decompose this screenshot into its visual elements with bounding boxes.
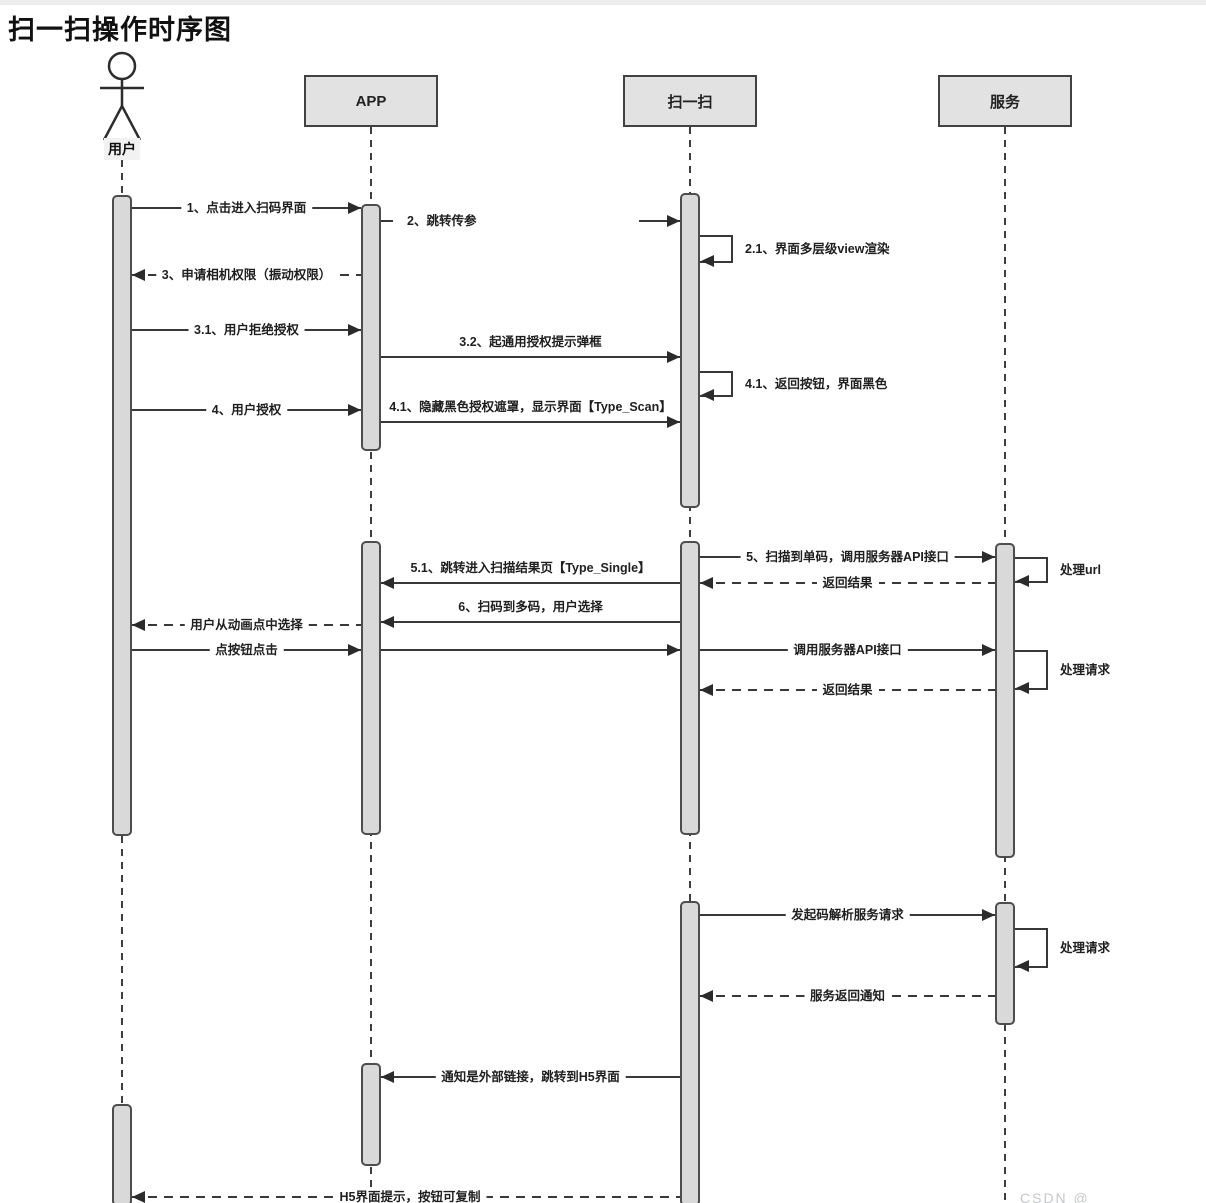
- participant-box-app: APP: [304, 75, 438, 127]
- message-label: 服务返回通知: [803, 987, 892, 1005]
- self-message-arrowhead: [1016, 960, 1029, 972]
- self-message-arrowhead: [1016, 575, 1029, 587]
- message-label: 1、点击进入扫码界面: [180, 199, 313, 217]
- message-line: [381, 649, 680, 651]
- message-label: 通知是外部链接，跳转到H5界面: [435, 1068, 626, 1086]
- message-line: [381, 356, 680, 358]
- actor-user-label: 用户: [104, 138, 140, 160]
- message-label: 3.2、起通用授权提示弹框: [459, 335, 602, 349]
- message-label: 用户从动画点中选择: [184, 616, 309, 634]
- activation-bar-service: [995, 543, 1015, 858]
- self-message-arrowhead: [701, 255, 714, 267]
- message-line: [381, 421, 680, 423]
- self-message-loop: [700, 235, 733, 263]
- user-actor-icon: [100, 51, 144, 141]
- message-arrowhead: [700, 684, 713, 696]
- message-arrowhead: [381, 1071, 394, 1083]
- message-arrowhead: [700, 990, 713, 1002]
- message-line: [381, 621, 680, 623]
- message-line: [381, 582, 680, 584]
- self-message-label: 处理url: [1060, 563, 1101, 577]
- message-arrowhead: [667, 215, 680, 227]
- message-label: 5、扫描到单码，调用服务器API接口: [740, 548, 955, 566]
- self-message-label: 4.1、返回按钮，界面黑色: [745, 377, 888, 391]
- message-label: 发起码解析服务请求: [785, 906, 910, 924]
- message-arrowhead: [667, 644, 680, 656]
- message-arrowhead: [700, 577, 713, 589]
- message-arrowhead: [348, 644, 361, 656]
- message-arrowhead: [132, 269, 145, 281]
- message-label: 3、申请相机权限（振动权限）: [155, 266, 338, 284]
- message-label: 3.1、用户拒绝授权: [188, 321, 305, 339]
- message-label: 4、用户授权: [205, 401, 288, 419]
- self-message-arrowhead: [701, 389, 714, 401]
- activation-bar-scan: [680, 901, 700, 1203]
- activation-bar-service: [995, 902, 1015, 1025]
- message-arrowhead: [381, 577, 394, 589]
- message-arrowhead: [667, 416, 680, 428]
- message-arrowhead: [381, 616, 394, 628]
- self-message-label: 处理请求: [1060, 941, 1111, 955]
- activation-bar-scan: [680, 541, 700, 835]
- message-label: 6、扫码到多码，用户选择: [458, 600, 603, 614]
- self-message-loop: [1015, 650, 1048, 690]
- message-label: 5.1、跳转进入扫描结果页【Type_Single】: [410, 561, 651, 575]
- activation-bar-user: [112, 195, 132, 836]
- self-message-arrowhead: [1016, 682, 1029, 694]
- message-arrowhead: [667, 351, 680, 363]
- self-message-label: 处理请求: [1060, 663, 1111, 677]
- activation-bar-user: [112, 1104, 132, 1203]
- watermark: CSDN @: [1020, 1190, 1090, 1203]
- message-arrowhead: [982, 909, 995, 921]
- self-message-loop: [1015, 928, 1048, 968]
- self-message-loop: [1015, 557, 1048, 583]
- message-arrowhead: [348, 324, 361, 336]
- activation-bar-app: [361, 1063, 381, 1166]
- participant-box-scan: 扫一扫: [623, 75, 757, 127]
- activation-bar-app: [361, 541, 381, 835]
- message-arrowhead: [348, 404, 361, 416]
- top-border-strip: [0, 0, 1206, 5]
- message-arrowhead: [348, 202, 361, 214]
- message-arrowhead: [982, 551, 995, 563]
- self-message-label: 2.1、界面多层级view渲染: [745, 242, 890, 256]
- message-arrowhead: [132, 619, 145, 631]
- message-label: 返回结果: [816, 681, 879, 699]
- message-label: H5界面提示，按钮可复制: [333, 1188, 487, 1203]
- message-label: 点按钮点击: [209, 641, 284, 659]
- participant-box-service: 服务: [938, 75, 1072, 127]
- message-arrowhead: [982, 644, 995, 656]
- message-label: 2、跳转传参: [393, 212, 639, 230]
- message-label: 调用服务器API接口: [787, 641, 908, 659]
- activation-bar-app: [361, 204, 381, 451]
- self-message-loop: [700, 371, 733, 397]
- message-label: 返回结果: [816, 574, 879, 592]
- message-label: 4.1、隐藏黑色授权遮罩，显示界面【Type_Scan】: [389, 400, 672, 414]
- message-arrowhead: [132, 1191, 145, 1203]
- page-title: 扫一扫操作时序图: [8, 15, 232, 45]
- activation-bar-scan: [680, 193, 700, 508]
